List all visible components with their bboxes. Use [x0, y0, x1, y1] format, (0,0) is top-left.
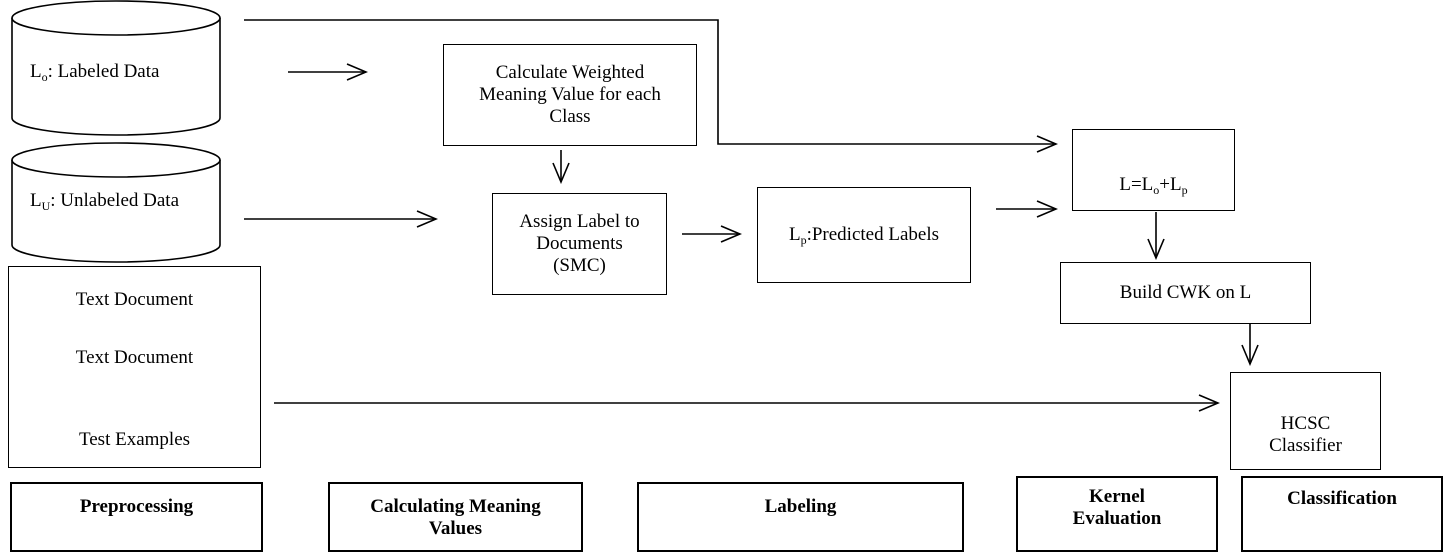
unlabeled-data-symbol: L: [30, 190, 42, 211]
predicted-text: :Predicted Labels: [806, 224, 940, 245]
union-lhs: L=L: [1119, 174, 1154, 195]
union-plus: +L: [1159, 174, 1182, 195]
unlabeled-data-label: LU: Unlabeled Data: [30, 190, 179, 212]
text-document-label-2: Text Document: [75, 347, 194, 368]
labeled-data-text: : Labeled Data: [47, 61, 160, 82]
text-document-label-1: Text Document: [75, 289, 194, 310]
labeled-data-subscript: o: [41, 70, 48, 84]
stage-labeling-label: Labeling: [764, 496, 837, 517]
union-text: L=Lo+Lp: [1119, 174, 1187, 196]
arrow-labeled-bypass-to-union: [244, 19, 1056, 144]
stage-calculating-meaning-values-label: Calculating Meaning Values: [370, 496, 541, 539]
predicted-labels-text: Lp:Predicted Labels: [789, 224, 939, 246]
stage-classification-label: Classification: [1287, 488, 1397, 509]
assign-label-text: Assign Label to Documents (SMC): [519, 211, 640, 276]
labeled-data-label: Lo: Labeled Data: [30, 61, 159, 83]
build-cwk-text: Build CWK on L: [1119, 282, 1252, 303]
calculate-weighted-meaning-text: Calculate Weighted Meaning Value for eac…: [479, 62, 661, 127]
hcsc-classifier-text: HCSC Classifier: [1269, 413, 1342, 456]
unlabeled-data-text: : Unlabeled Data: [50, 190, 180, 211]
stage-preprocessing: Preprocessing: [10, 482, 263, 552]
stage-classification: Classification: [1241, 476, 1443, 552]
unlabeled-data-subscript: U: [41, 199, 51, 213]
hcsc-classifier-box: HCSC Classifier: [1230, 372, 1381, 470]
stage-labeling: Labeling: [637, 482, 964, 552]
predicted-subscript: p: [800, 233, 807, 247]
stage-kernel-evaluation-label: Kernel Evaluation: [1072, 486, 1162, 529]
build-cwk-box: Build CWK on L: [1060, 262, 1311, 324]
labeled-data-symbol: L: [30, 61, 42, 82]
stage-preprocessing-label: Preprocessing: [79, 496, 194, 517]
assign-label-box: Assign Label to Documents (SMC): [492, 193, 667, 295]
union-box: L=Lo+Lp: [1072, 129, 1235, 211]
stage-calculating-meaning-values: Calculating Meaning Values: [328, 482, 583, 552]
stage-kernel-evaluation: Kernel Evaluation: [1016, 476, 1218, 552]
predicted-symbol: L: [788, 224, 801, 245]
union-sub-o: o: [1153, 183, 1160, 197]
unlabeled-data-cylinder: [11, 142, 221, 263]
calculate-weighted-meaning-box: Calculate Weighted Meaning Value for eac…: [443, 44, 697, 146]
test-examples-caption: Test Examples: [78, 429, 191, 450]
labeled-data-cylinder: [11, 0, 221, 136]
predicted-labels-box: Lp:Predicted Labels: [757, 187, 971, 283]
union-sub-p: p: [1181, 183, 1188, 197]
test-examples-box: Test Examples: [8, 266, 261, 468]
